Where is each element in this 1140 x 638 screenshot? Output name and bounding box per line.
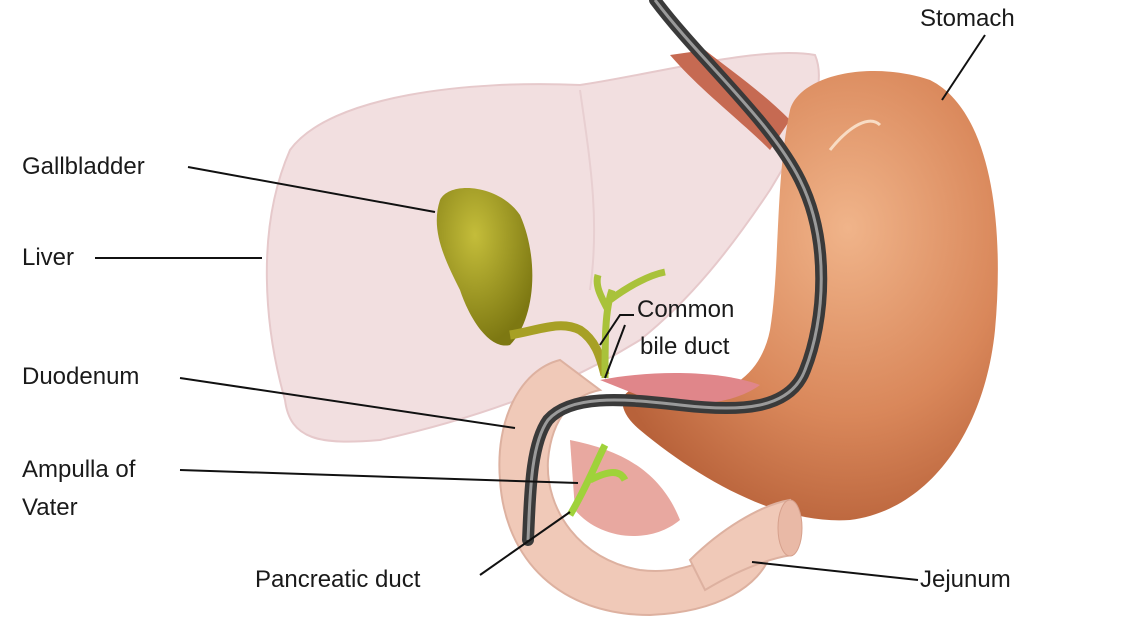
label-common-bile-duct-line1: Common — [637, 296, 735, 323]
leader-lines — [95, 34, 986, 581]
common-bile-duct — [593, 268, 666, 379]
gallbladder — [436, 188, 533, 346]
label-common-bile-duct-line2: bile duct — [640, 333, 730, 360]
pancreas — [600, 373, 760, 405]
label-liver: Liver — [22, 244, 75, 271]
label-ampulla-line2: Vater — [22, 494, 78, 521]
pancreatic-duct — [566, 443, 629, 517]
label-pancreatic-duct: Pancreatic duct — [255, 566, 421, 593]
liver — [265, 52, 820, 443]
label-duodenum: Duodenum — [22, 363, 140, 390]
label-ampulla-line1: Ampulla of — [22, 456, 136, 483]
label-stomach: Stomach — [920, 5, 1015, 32]
cystic-duct — [509, 321, 610, 377]
label-gallbladder: Gallbladder — [22, 153, 145, 180]
label-jejunum: Jejunum — [920, 566, 1011, 593]
